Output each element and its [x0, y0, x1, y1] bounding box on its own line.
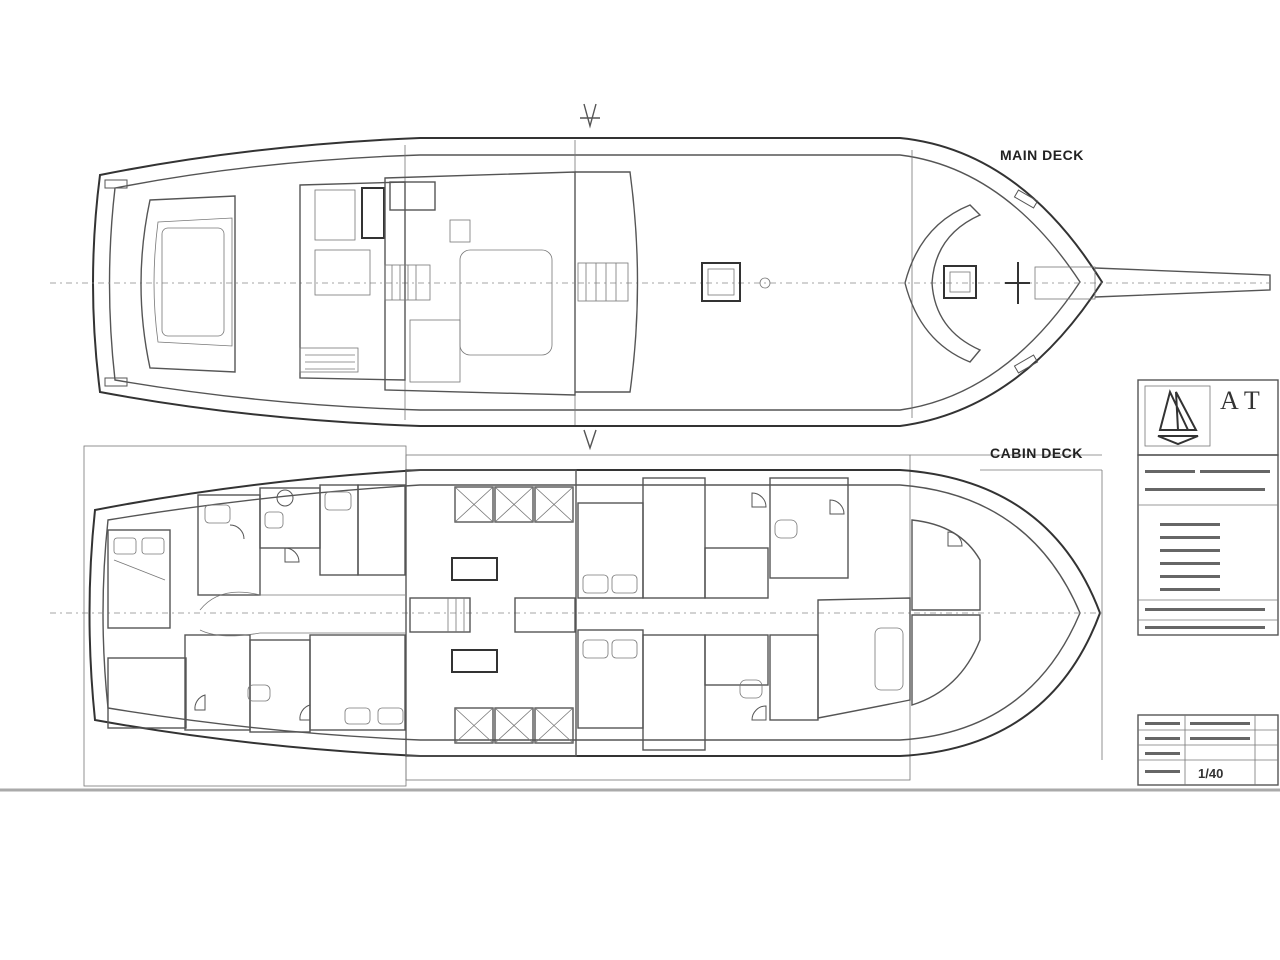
aft-cabin: [107, 529, 171, 629]
foredeck: [904, 204, 982, 363]
cabin-lower-2: [249, 639, 311, 733]
cabin-upper-1: [197, 494, 261, 596]
cabin-forward-5: [577, 629, 644, 729]
main-deckhouse: [299, 181, 406, 381]
cabin-deck-label: CABIN DECK: [990, 445, 1083, 461]
logo-text: AT: [1220, 386, 1268, 415]
cabin-lower-1: [184, 634, 251, 731]
bowsprit: [1094, 267, 1271, 298]
main-saloon: [384, 171, 576, 396]
cabin-upper-4: [357, 484, 406, 576]
cabin-upper-2: [259, 487, 321, 549]
sail-logo-icon: [1157, 389, 1199, 446]
cabin-upper-3: [319, 484, 359, 576]
scale-label: 1/40: [1198, 766, 1224, 781]
cabin-deck-hull-outer: [88, 469, 1102, 757]
main-deck-bulwark: [108, 154, 1081, 411]
main-deck-hull-outer: [92, 137, 1104, 427]
cabin-forward-8: [769, 634, 819, 721]
main-deck-label: MAIN DECK: [1000, 147, 1084, 163]
cabin-forward-2: [642, 477, 706, 599]
cabin-forward-1: [577, 502, 644, 599]
main-deck-plan: [50, 103, 1271, 427]
forepeak: [817, 597, 911, 719]
cabin-lower-3: [309, 634, 406, 731]
engine-room: [405, 469, 577, 757]
main-hatch: [701, 262, 741, 302]
cabin-deck-plan: [50, 429, 1105, 787]
cabin-forward-4: [769, 477, 849, 579]
title-block: [1137, 379, 1279, 786]
aft-cockpit: [140, 195, 236, 373]
cabin-forward-3: [704, 547, 769, 599]
cabin-forward-6: [642, 634, 706, 751]
cabin-forward-7: [704, 634, 769, 686]
